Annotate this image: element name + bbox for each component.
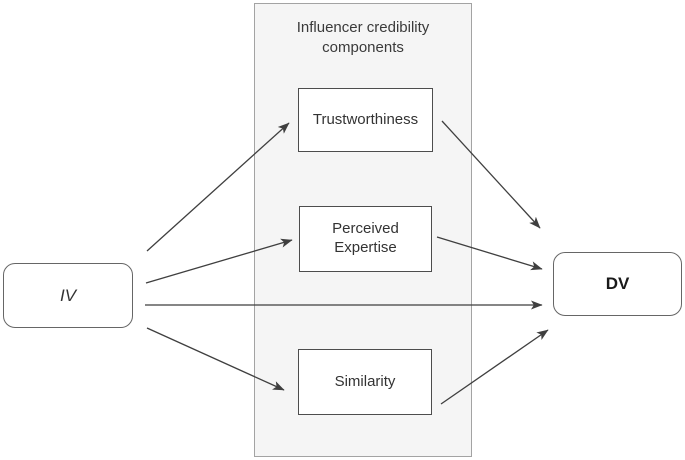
node-similarity: Similarity [298,349,432,415]
node-trustworthiness: Trustworthiness [298,88,433,152]
panel-title: Influencer credibility components [296,19,430,57]
node-dv: DV [553,252,682,316]
node-perceived-expertise: Perceived Expertise [299,206,432,272]
arrow-iv-to-trustworthiness [146,122,290,252]
node-dv-label: DV [605,274,630,294]
node-perceived-expertise-label: Perceived Expertise [332,220,399,256]
arrow-similarity-to-dv [440,329,549,405]
node-iv-label: IV [59,285,77,305]
arrow-trustworthiness-to-dv [441,120,541,229]
arrow-iv-to-similarity [146,327,285,391]
node-trustworthiness-label: Trustworthiness [312,110,419,128]
arrow-iv-to-perceived_expertise [145,238,293,284]
node-similarity-label: Similarity [334,372,396,390]
arrow-perceived_expertise-to-dv [436,236,543,271]
node-iv: IV [3,263,133,328]
